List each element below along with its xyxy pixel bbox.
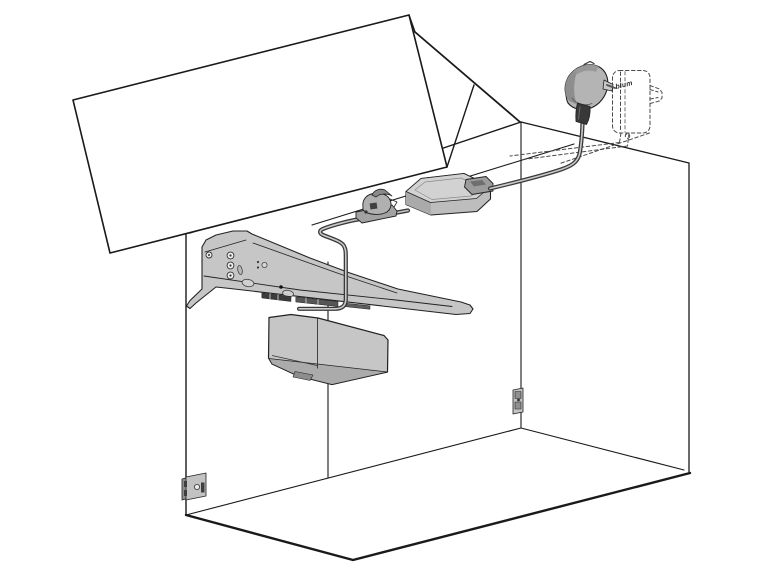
mains-plug [564,60,616,125]
socket-body-outline [612,70,651,134]
hinge-right-pad-b [514,401,522,410]
cabinet-carcass [184,121,692,562]
cable-to-plug-inner [489,109,588,190]
clip-body [362,192,392,215]
drive-connector-notches [269,293,319,305]
hinge-left-slot-a [184,481,187,487]
drive-slot-a [237,265,243,275]
drive-black-dot [279,285,283,289]
cable-clip [355,188,398,224]
socket-projection-line-a [509,142,620,157]
drive-screw-hole-d-dot [229,274,232,277]
cover-cap-underside [268,358,388,385]
cabinet-bottom-right-inner-edge [520,427,685,471]
socket-cable-gland [624,133,631,139]
door-inner-right-edge [446,84,475,168]
drive-small-hole [261,261,268,268]
socket-drop-line-a [619,132,622,143]
hinge-left-dark-slot [201,482,205,493]
drive-cover-cap [267,313,389,386]
clip-lever [371,188,393,198]
drive-unit-top-inner-line [204,239,247,253]
socket-projection-line-b [522,145,628,160]
clip-screw-dot [364,210,368,214]
door-thickness-edge [414,31,521,123]
hinge-left-hole [193,483,200,490]
cover-cap-inset-line [271,355,318,366]
plug-cable-boot [575,102,591,125]
socket-projection-line-c [559,132,650,164]
plug-top-shade [574,64,599,75]
plug-left-shade [565,67,579,105]
drive-screw-hole-b-dot [229,254,232,257]
socket-wall-pin-a [649,89,659,93]
open-door-panel [72,14,521,254]
plug-pin [606,84,616,89]
clip-lever-tip [389,198,398,208]
cabinet-bottom-outline [184,471,692,562]
drive-screw-hole-a-dot [208,254,210,256]
servo-drive-unit [185,230,474,316]
socket-wall-pin-b [649,97,659,100]
drive-pin-dot-a [256,260,260,264]
hinge-plate-right [512,387,524,415]
drive-unit-body [185,230,474,316]
hinge-left-slot-b [184,490,187,496]
socket-wall-pin-bracket [649,85,663,104]
psu-connector-detail [470,180,486,187]
door-top-bevel-edge [408,14,416,33]
hinge-right-dot [517,398,520,402]
drive-connector-block-a [261,292,292,302]
power-supply-unit [405,172,494,216]
hinge-right-pad-a [514,391,522,399]
psu-left-face [406,191,431,215]
drive-unit-diagonal-inner-line [252,242,398,294]
drive-screw-hole-c-dot [229,264,232,267]
clip-slot [369,202,378,210]
cabinet-bottom-front-inner-edge [185,427,522,516]
drive-slot-b [241,278,255,288]
socket-drop-line-b [627,132,630,147]
drive-pin-dot-b [256,266,260,269]
cabinet-top-right-edge [520,121,690,164]
blum-logo: blum [615,80,634,91]
hinge-plate-left [181,472,207,501]
plug-boot-highlight [578,106,581,120]
plug-earth-clip [583,60,595,66]
cover-cap-notch [292,371,314,381]
plug-in-wall-socket-dashed: blum [509,70,663,164]
